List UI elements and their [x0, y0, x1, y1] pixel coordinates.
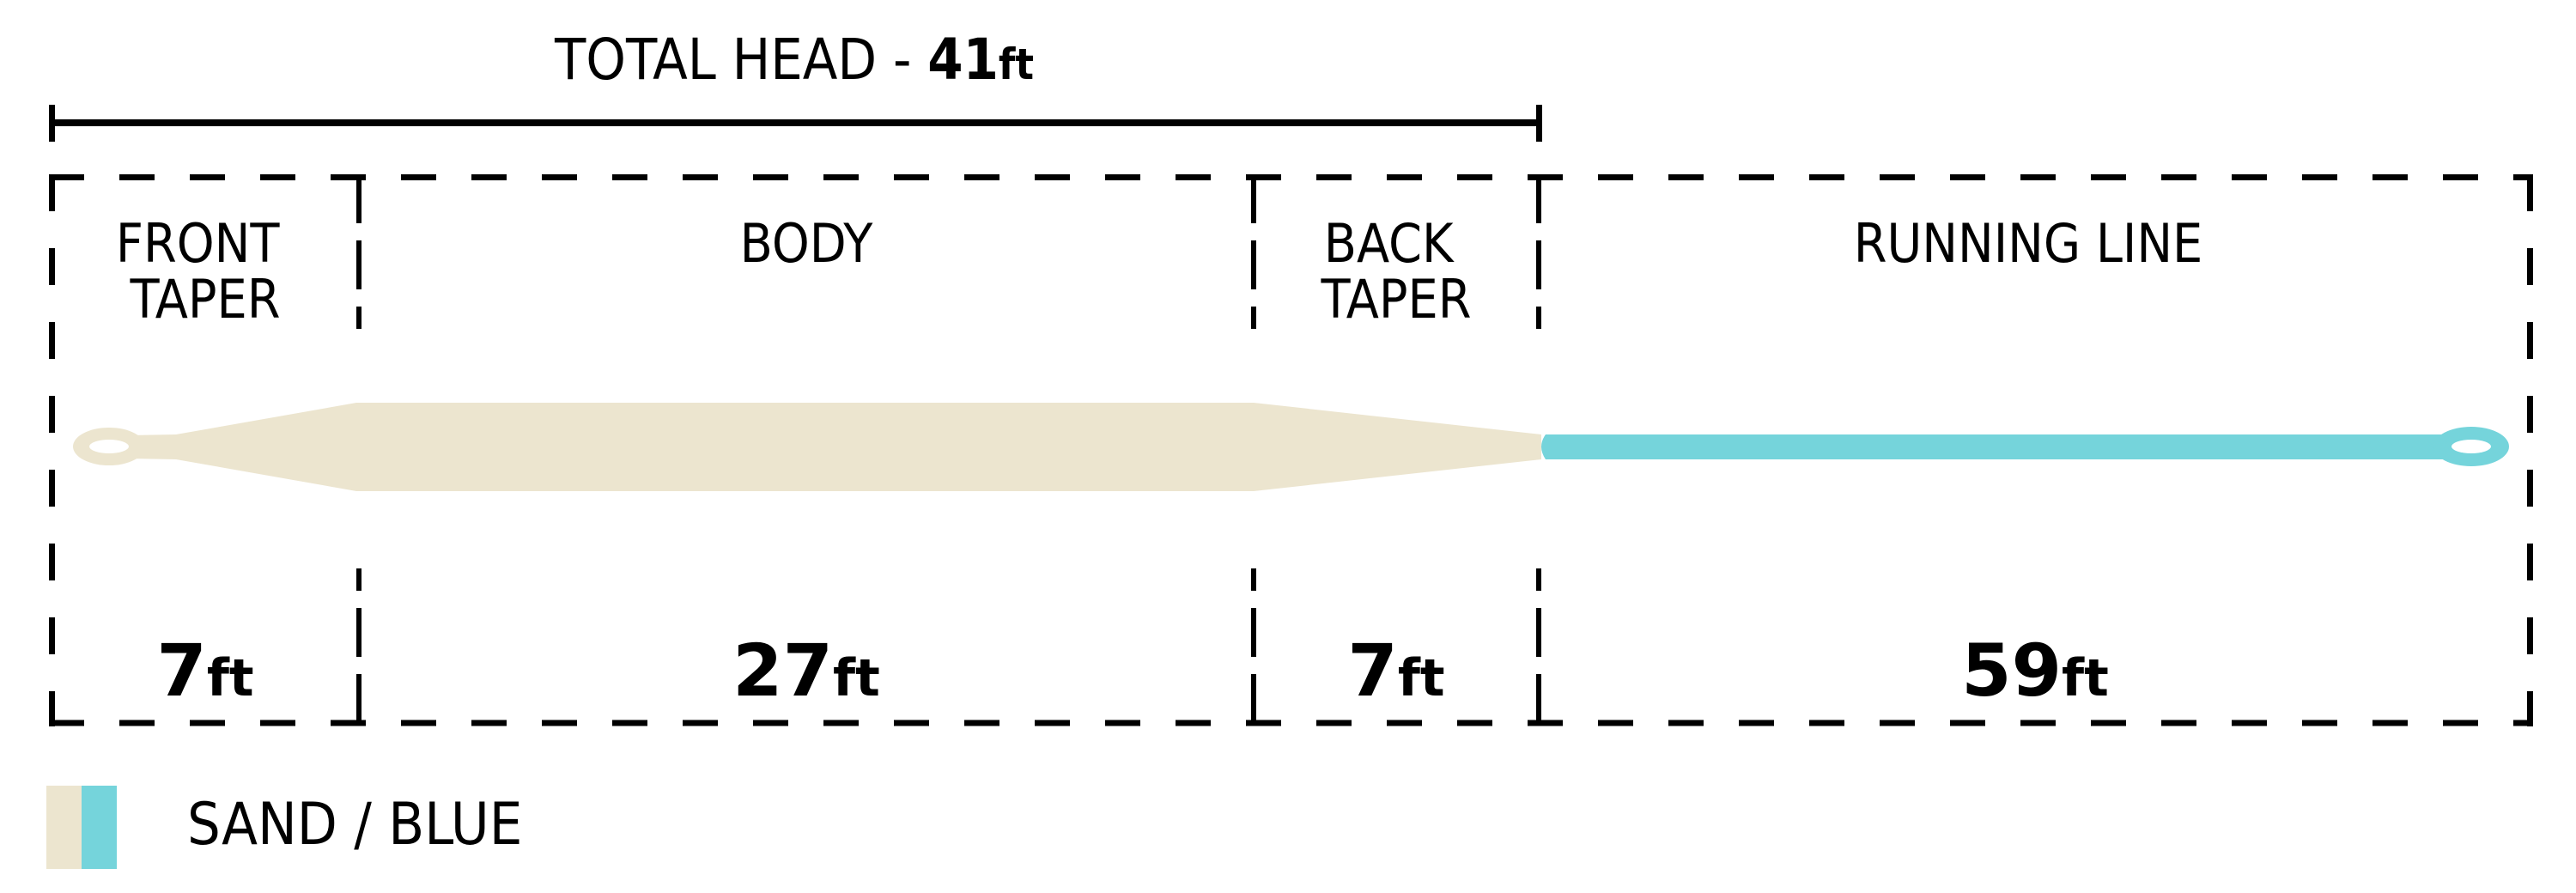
length-back-taper: 7ft: [1347, 629, 1444, 713]
running-line-blue: [1541, 434, 2447, 459]
front-loop-hole: [89, 440, 129, 453]
section-lengths: 7ft 27ft 7ft 59ft: [156, 629, 2108, 713]
legend-swatch-sand: [46, 786, 82, 869]
label-back-taper: BACK TAPER: [1320, 212, 1471, 331]
total-head-unit: ft: [999, 39, 1034, 89]
legend-label: SAND / BLUE: [187, 791, 522, 859]
sections-dashed-frame: [49, 174, 2533, 726]
legend-swatch-blue: [82, 786, 117, 869]
section-labels: FRONT TAPER BODY BACK TAPER RUNNING LINE: [116, 212, 2202, 331]
length-body: 27ft: [732, 629, 880, 713]
label-front-taper: FRONT TAPER: [116, 212, 295, 331]
label-body: BODY: [740, 212, 874, 275]
total-head-dimension-bar: [49, 105, 1542, 142]
total-head-prefix: TOTAL HEAD -: [554, 27, 927, 93]
color-legend: SAND / BLUE: [46, 786, 522, 869]
head-section-sand: [129, 403, 1541, 491]
rear-loop-hole: [2451, 440, 2491, 453]
length-running-line: 59ft: [1961, 629, 2109, 713]
label-running-line: RUNNING LINE: [1854, 212, 2203, 275]
section-dividers: [356, 174, 1541, 726]
total-head-value: 41: [927, 27, 999, 93]
length-front-taper: 7ft: [156, 629, 253, 713]
total-head-title: TOTAL HEAD - 41ft: [554, 27, 1034, 93]
fly-line: [73, 403, 2509, 491]
